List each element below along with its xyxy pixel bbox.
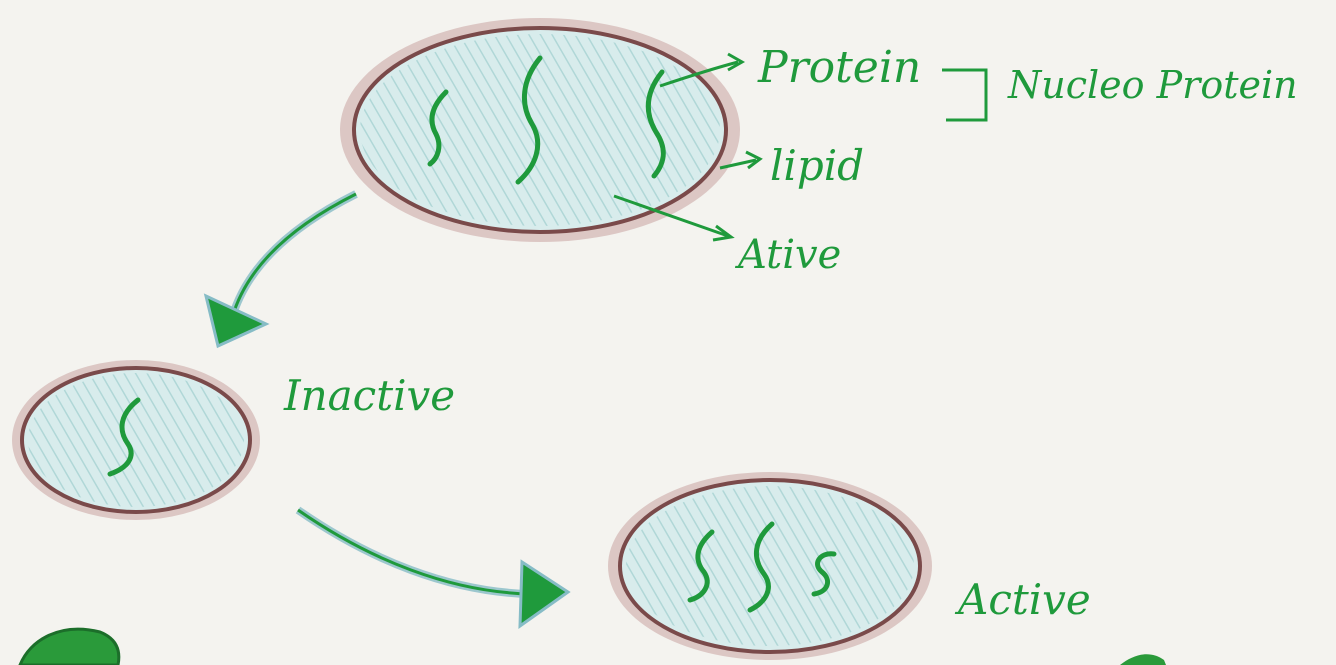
nucleoprotein-label: Nucleo Protein <box>1007 63 1298 107</box>
large-virus-particle <box>340 18 740 242</box>
partial-arrow-shape <box>20 629 119 665</box>
inactivation-arrow <box>206 194 356 346</box>
arrow-head-icon <box>520 562 568 626</box>
protein-label: Protein <box>757 42 921 93</box>
lipid-label: lipid <box>770 141 864 190</box>
partial-arrow-shape <box>1120 654 1166 665</box>
cell-hatch <box>360 34 720 226</box>
activation-arrow <box>298 510 568 626</box>
inactive-label: Inactive <box>283 371 455 420</box>
inactive-virus-particle <box>12 360 260 520</box>
nucleoprotein-bracket <box>942 70 986 120</box>
active-label: Active <box>954 575 1091 624</box>
active-virus-particle <box>608 472 932 660</box>
ative-label: Ative <box>734 232 841 278</box>
